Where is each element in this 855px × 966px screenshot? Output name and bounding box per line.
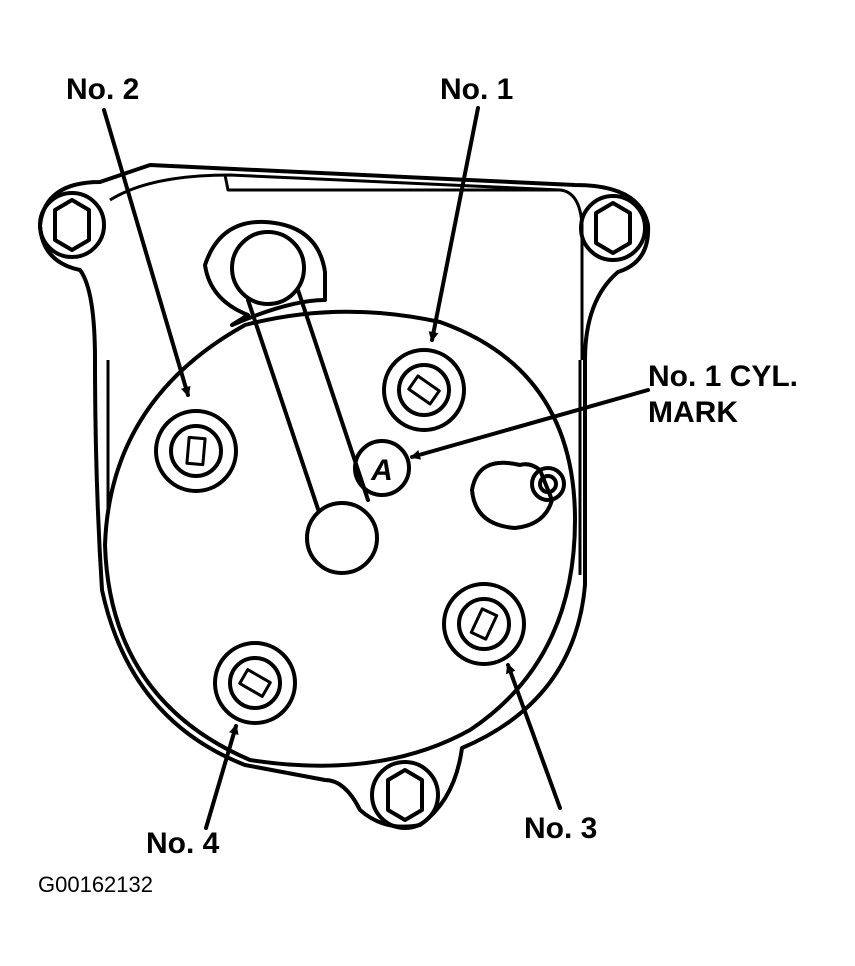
rotor-arm [203, 219, 379, 575]
leader-cyl-mark [410, 388, 650, 460]
cap-face [103, 309, 577, 768]
figure-code: G00162132 [38, 872, 153, 897]
leader-lines [102, 106, 650, 830]
label-no4: No. 4 [146, 827, 220, 860]
mounting-bolt-left [38, 191, 106, 259]
leader-no2 [102, 108, 191, 397]
mounting-bolt-right [579, 194, 647, 262]
leader-no1 [428, 106, 480, 342]
mounting-bolt-bottom [370, 760, 440, 830]
vent-boss [470, 460, 566, 530]
label-cyl-mark-line2: MARK [648, 396, 738, 429]
cap-housing [38, 163, 651, 829]
label-no3: No. 3 [524, 812, 597, 845]
label-cyl-mark-line1: No. 1 CYL. [648, 360, 798, 393]
cyl-mark-letter: A [370, 454, 393, 487]
label-no2: No. 2 [66, 73, 139, 106]
terminal-no3 [442, 582, 526, 666]
terminal-no2 [154, 409, 238, 493]
label-no1: No. 1 [440, 73, 513, 106]
leader-no3 [506, 663, 562, 810]
terminal-no4 [213, 641, 297, 725]
cyl-mark-circle: A [353, 439, 411, 497]
leader-no4 [204, 724, 239, 830]
terminal-no1 [382, 348, 466, 432]
